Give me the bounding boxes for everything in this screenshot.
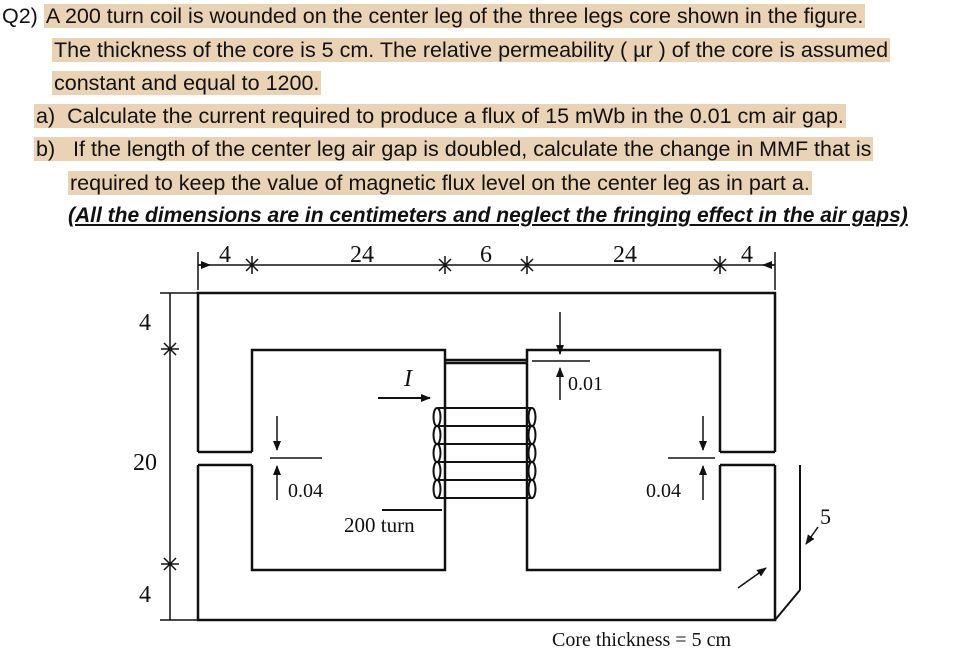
dim-top-center: 6 xyxy=(480,242,492,268)
dim-top-right-window: 24 xyxy=(613,242,637,268)
dim-top-left: 4 xyxy=(219,242,231,268)
coil xyxy=(378,394,537,511)
dimensions-note: (All the dimensions are in centimeters a… xyxy=(68,204,908,227)
gap-left-label: 0.04 xyxy=(288,480,323,502)
thickness-caption: Core thickness = 5 cm xyxy=(552,629,731,651)
question-text-1: A 200 turn coil is wounded on the center… xyxy=(43,4,866,28)
part-a-text: Calculate the current required to produc… xyxy=(67,104,844,128)
dim-side-bottom: 4 xyxy=(139,582,151,608)
current-label: I xyxy=(403,366,413,392)
part-a: a) Calculate the current required to pro… xyxy=(34,104,846,129)
part-b: b) If the length of the center leg air g… xyxy=(34,137,874,162)
dim-top-left-window: 24 xyxy=(350,242,374,268)
part-b-label: b) xyxy=(36,137,56,161)
dim-side-top: 4 xyxy=(139,310,151,336)
gap-right-label: 0.04 xyxy=(646,480,681,502)
part-b-text: If the length of the center leg air gap … xyxy=(73,137,872,161)
turns-label: 200 turn xyxy=(344,513,415,537)
question-line-3: constant and equal to 1200. xyxy=(52,71,322,96)
question-line-1: Q2) A 200 turn coil is wounded on the ce… xyxy=(2,4,866,29)
gap-center-label: 0.01 xyxy=(568,373,603,395)
thickness-depth xyxy=(774,465,801,621)
part-b-continued: required to keep the value of magnetic f… xyxy=(68,171,812,196)
question-text-3: constant and equal to 1200. xyxy=(52,71,322,95)
dim-side-middle: 20 xyxy=(133,450,157,476)
part-b-text-2: required to keep the value of magnetic f… xyxy=(68,171,812,195)
question-label: Q2) xyxy=(2,4,38,28)
core-outline xyxy=(196,291,777,622)
thickness-dim-label: 5 xyxy=(820,504,831,529)
part-a-label: a) xyxy=(36,104,56,128)
coil-turns xyxy=(432,407,537,499)
question-line-2: The thickness of the core is 5 cm. The r… xyxy=(52,38,891,63)
question-text-2: The thickness of the core is 5 cm. The r… xyxy=(52,38,891,62)
dim-top-right: 4 xyxy=(741,242,753,268)
dimension-lines xyxy=(160,252,819,621)
